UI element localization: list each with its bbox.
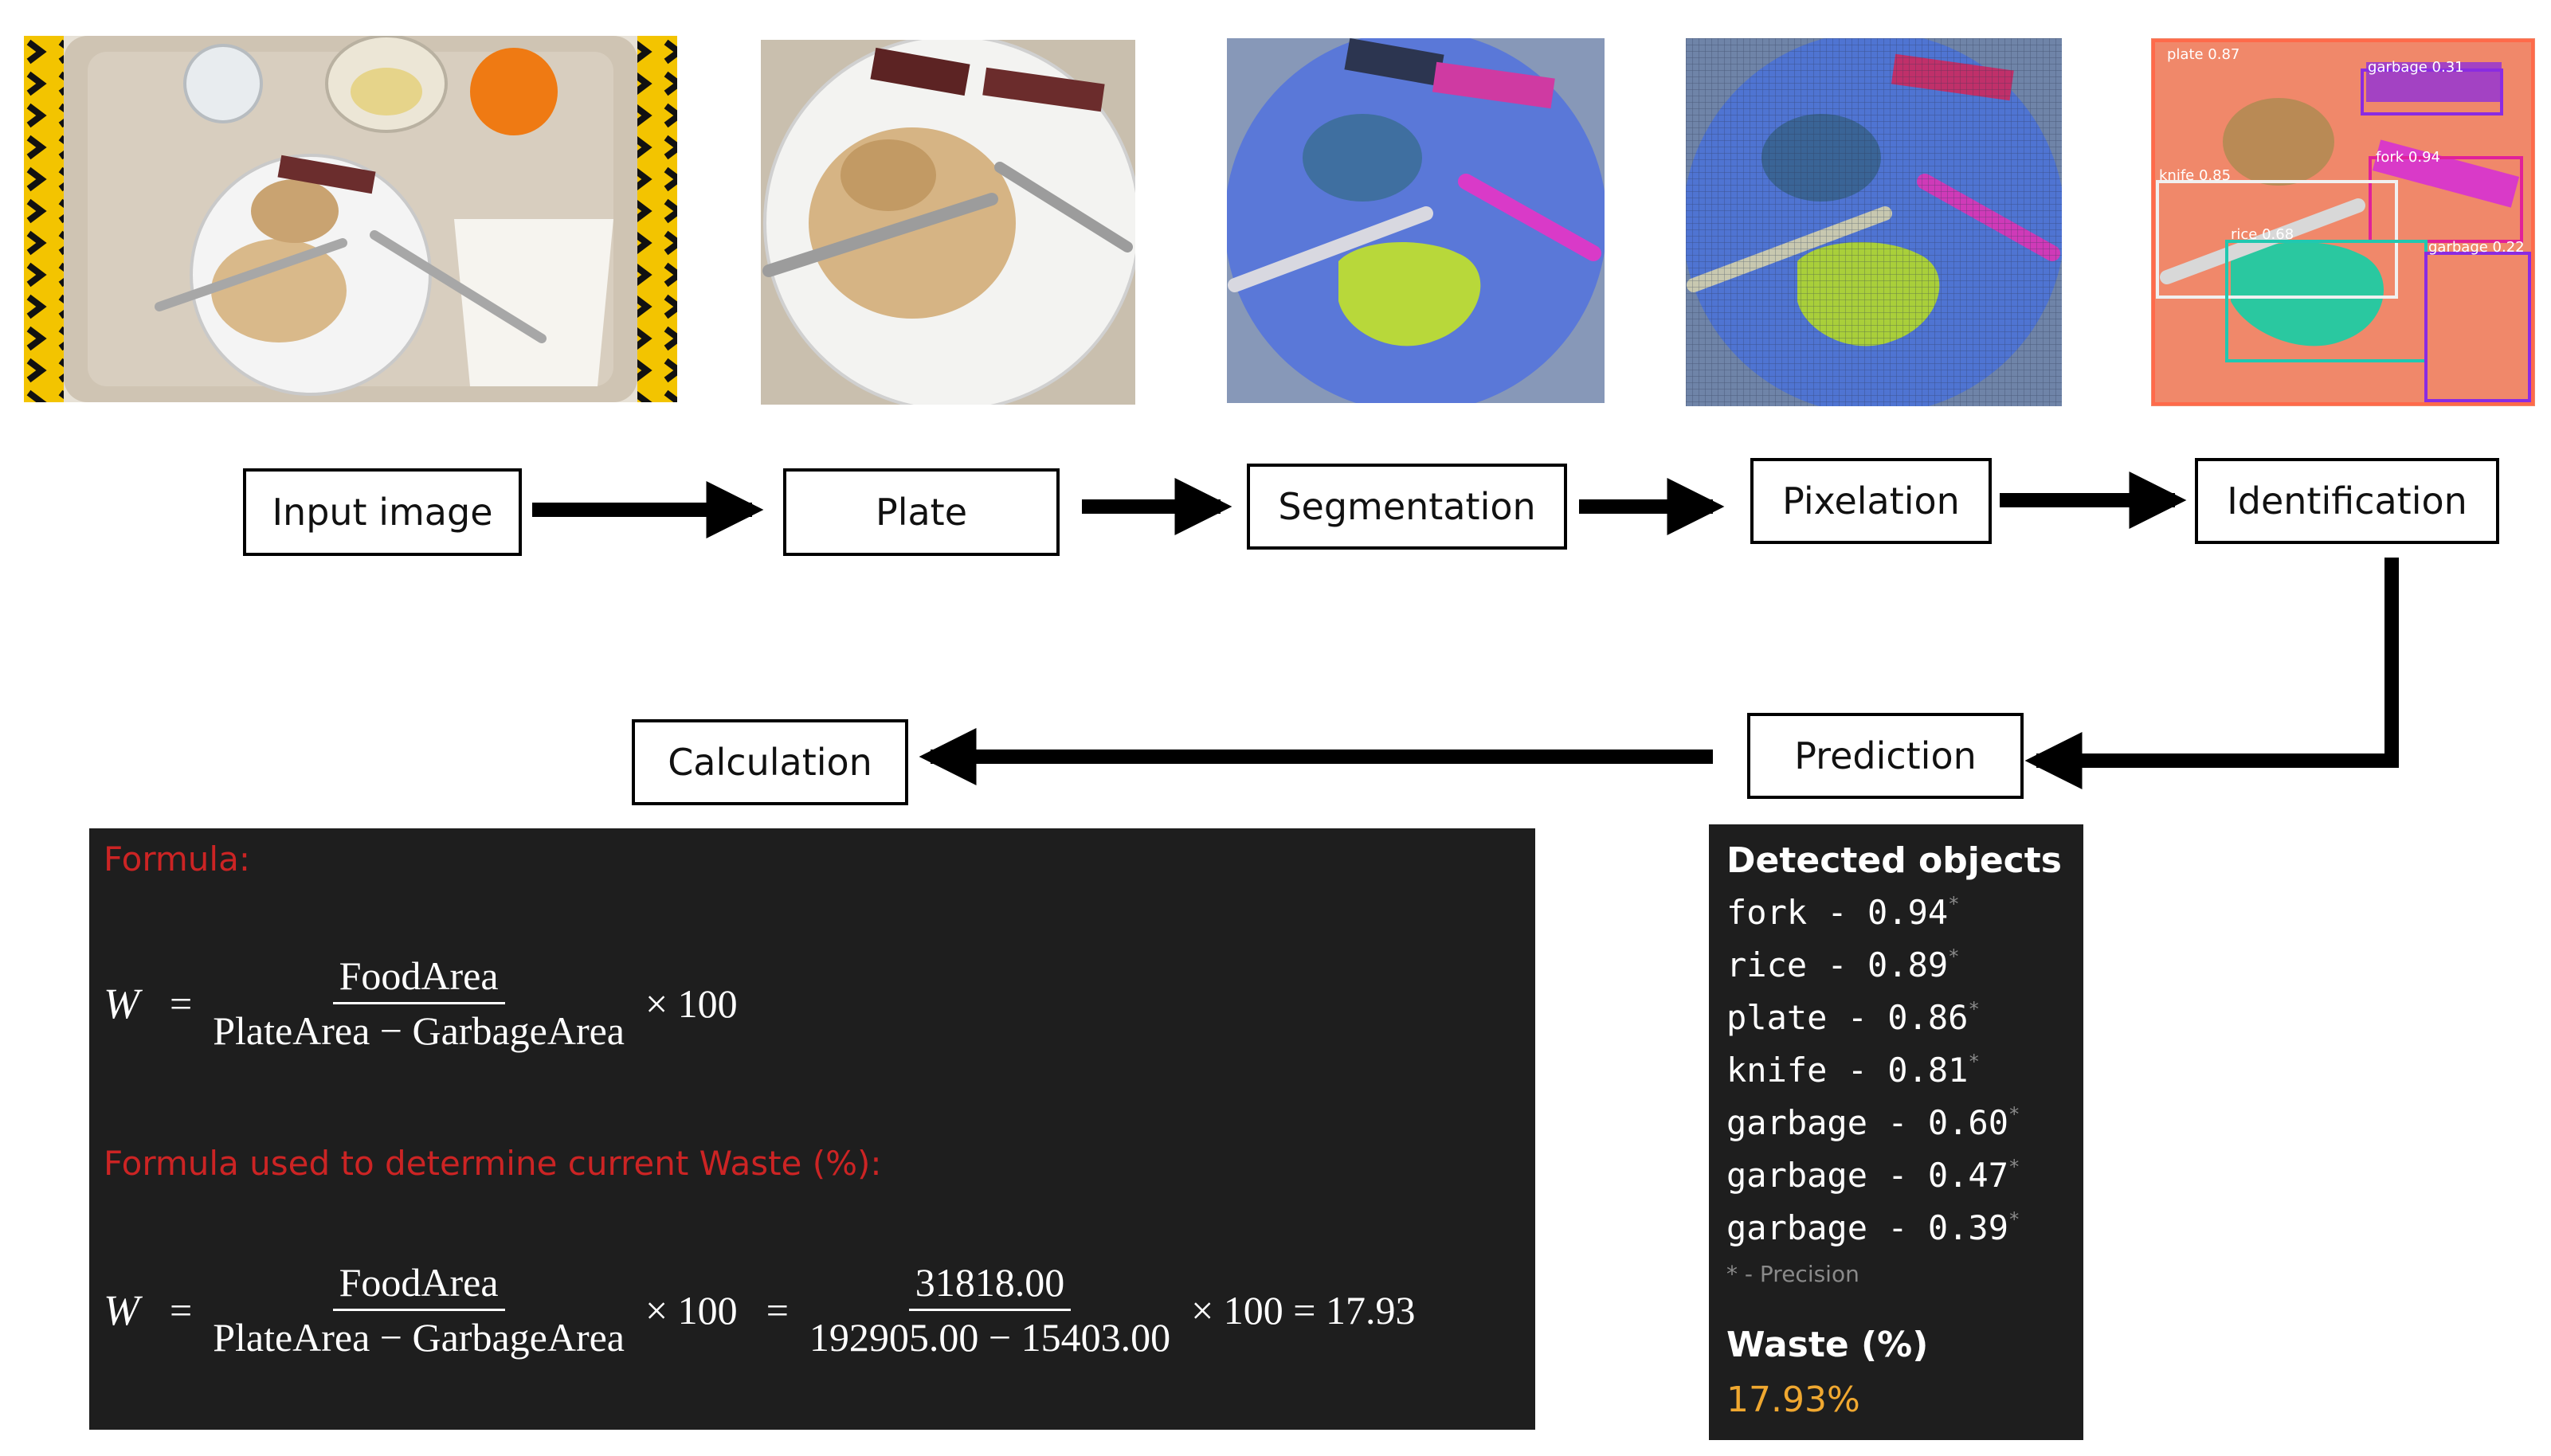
applied-fraction: FoodArea PlateArea − GarbageArea [206, 1262, 631, 1357]
step-segmentation: Segmentation [1247, 464, 1567, 550]
detected-objects-panel: Detected objects fork - 0.94* rice - 0.8… [1709, 824, 2083, 1440]
value-numerator: 31818.00 [908, 1262, 1072, 1311]
detected-objects-title: Detected objects [1726, 840, 2062, 881]
detected-item: garbage - 0.47* [1726, 1156, 2020, 1195]
formula-fraction: FoodArea PlateArea − GarbageArea [206, 956, 631, 1051]
waste-title: Waste (%) [1726, 1325, 1929, 1365]
identification-photo: plate 0.87 garbage 0.31 fork 0.94 knife … [2151, 38, 2535, 406]
applied-numerator: FoodArea [332, 1262, 505, 1311]
applied-denominator: PlateArea − GarbageArea [213, 1315, 625, 1360]
step-identification: Identification [2195, 458, 2499, 544]
formula-numerator: FoodArea [332, 956, 505, 1004]
value-fraction: 31818.00 192905.00 − 15403.00 [803, 1262, 1177, 1357]
plate-photo [761, 40, 1135, 405]
formula-times: × 100 [645, 980, 738, 1026]
input-image-photo [24, 36, 677, 402]
step-calculation: Calculation [632, 719, 908, 805]
applied-equals-sign: = [169, 1287, 193, 1333]
equals-sign: = [169, 980, 193, 1026]
pixelation-photo [1686, 38, 2062, 406]
detected-item: plate - 0.86* [1726, 998, 1980, 1037]
precision-note: * - Precision [1726, 1261, 1859, 1287]
det-label-fork: fork 0.94 [2376, 149, 2440, 166]
arrow-identification-to-prediction [2024, 558, 2399, 789]
formula-result: × 100 = 17.93 [1191, 1287, 1416, 1333]
applied-equals-sign-2: = [766, 1287, 789, 1333]
det-label-rice: rice 0.68 [2231, 226, 2294, 243]
step-input-image: Input image [243, 468, 522, 556]
detected-item: knife - 0.81* [1726, 1051, 1980, 1090]
applied-variable: W [104, 1286, 139, 1334]
step-prediction: Prediction [1747, 713, 2024, 799]
formula-label: Formula: [104, 840, 250, 879]
applied-times: × 100 [645, 1287, 738, 1333]
step-plate: Plate [783, 468, 1060, 556]
applied-formula: W = FoodArea PlateArea − GarbageArea × 1… [104, 1262, 1430, 1357]
formula-panel: Formula: W = FoodArea PlateArea − Garbag… [89, 828, 1535, 1430]
det-label-plate: plate 0.87 [2167, 46, 2239, 63]
detected-item: garbage - 0.60* [1726, 1103, 2020, 1142]
waste-value: 17.93% [1726, 1380, 1860, 1420]
det-label-garbage-1: garbage 0.31 [2368, 59, 2464, 76]
value-denominator: 192905.00 − 15403.00 [809, 1315, 1171, 1360]
formula-variable: W [104, 979, 139, 1027]
formula-denominator: PlateArea − GarbageArea [213, 1008, 625, 1053]
det-label-garbage-2: garbage 0.22 [2428, 239, 2525, 256]
detected-item: rice - 0.89* [1726, 945, 1960, 984]
detected-item: garbage - 0.39* [1726, 1208, 2020, 1247]
formula-used-label: Formula used to determine current Waste … [104, 1144, 882, 1183]
general-formula: W = FoodArea PlateArea − GarbageArea × 1… [104, 956, 752, 1051]
step-pixelation: Pixelation [1750, 458, 1992, 544]
det-label-knife: knife 0.85 [2159, 167, 2231, 184]
segmentation-photo [1227, 38, 1605, 403]
detected-item: fork - 0.94* [1726, 893, 1960, 932]
